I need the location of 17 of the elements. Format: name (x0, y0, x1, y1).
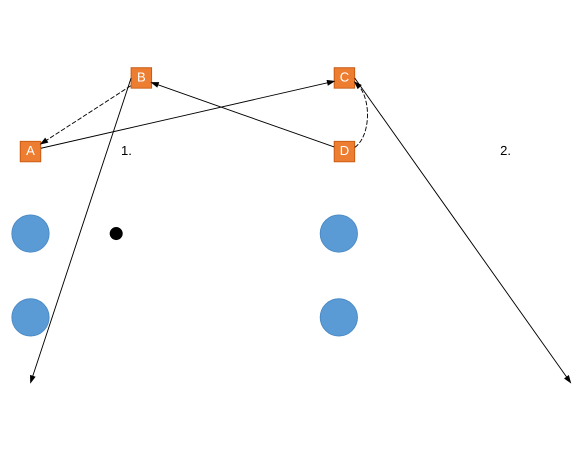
node-box: C (334, 66, 356, 88)
node-box: D (334, 140, 356, 162)
label: 1. (121, 142, 132, 158)
arrow (30, 77, 132, 384)
node-circle (110, 226, 123, 240)
arrow (40, 79, 336, 148)
node-circle (11, 298, 50, 336)
arrow (354, 77, 572, 384)
label: 2. (500, 142, 512, 158)
arrow (150, 82, 335, 147)
node-circle (320, 298, 358, 336)
node-circle (320, 214, 358, 252)
arrow (40, 84, 132, 144)
arrow (354, 80, 368, 148)
node-box: A (20, 140, 42, 162)
node-circle (11, 214, 50, 252)
node-box: B (130, 66, 152, 88)
